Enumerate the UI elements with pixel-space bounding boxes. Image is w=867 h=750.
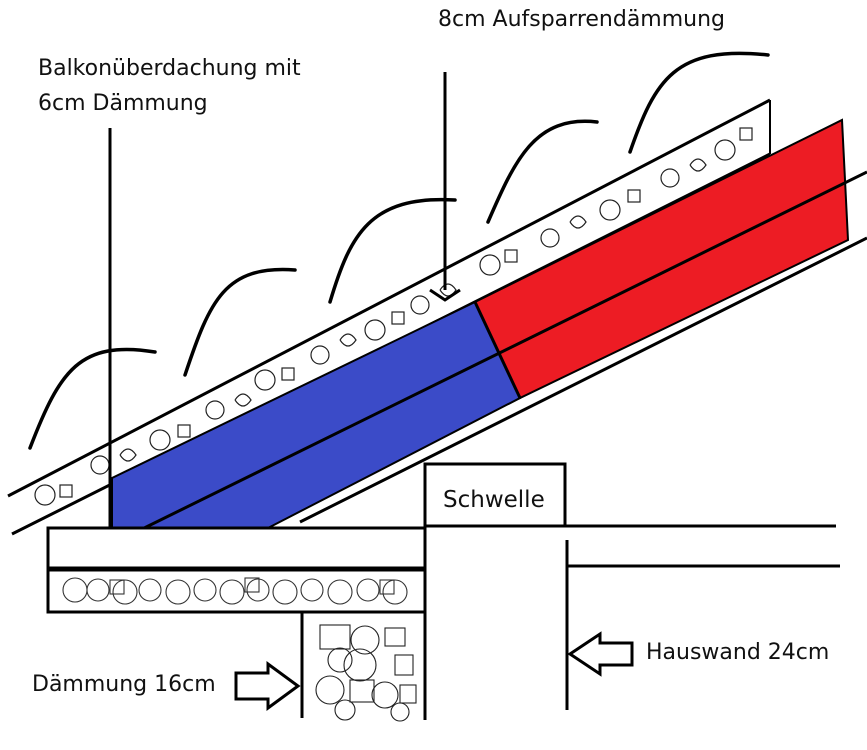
aufsparren-pointer [429, 72, 461, 302]
schwelle-box [423, 462, 567, 528]
roof-tiles [28, 51, 770, 450]
balcony-insulation [46, 568, 427, 614]
balcony-rafter [111, 300, 522, 529]
label-hauswand: Hauswand 24cm [646, 640, 830, 665]
rafter-joint-line [473, 301, 522, 399]
label-schwelle: Schwelle [443, 487, 545, 513]
label-balkon-line2: 6cm Dämmung [38, 91, 208, 116]
daemmung-arrow [234, 661, 301, 711]
label-aufsparrendaemmung: 8cm Aufsparrendämmung [438, 7, 726, 32]
label-daemmung: Dämmung 16cm [32, 672, 216, 697]
balcony-board [46, 526, 427, 570]
hauswand-arrow [567, 631, 634, 677]
label-balkon-line1: Balkonüberdachung mit [38, 56, 301, 81]
lower-roof-line [299, 236, 867, 524]
wall-insulation [300, 612, 427, 722]
